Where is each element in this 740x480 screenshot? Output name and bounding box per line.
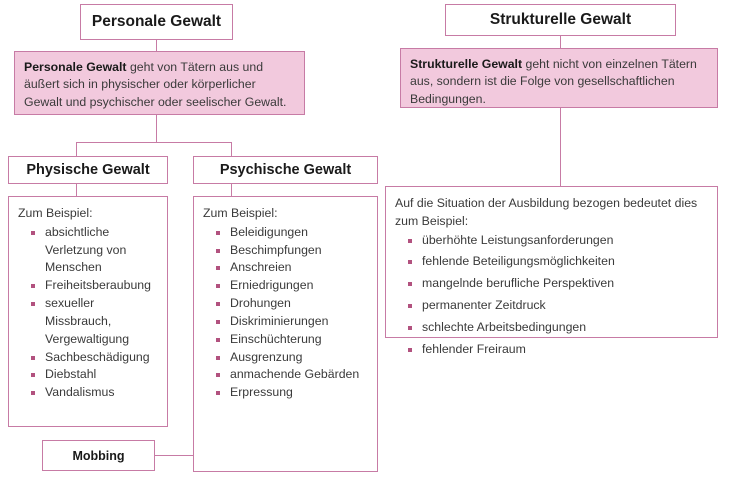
list-item: Einschüchterung [216,331,369,349]
list-item: absichtliche Verletzung von Menschen [31,224,159,277]
list-physische-items: absichtliche Verletzung von Menschen Fre… [18,224,159,402]
list-item: sexueller Missbrauch, Vergewaltigung [31,295,159,348]
definition-lead-strukturelle: Strukturelle Gewalt [410,57,523,71]
definition-lead-personale: Personale Gewalt [24,60,127,74]
list-strukturelle-items: überhöhte Leistungsanforderungen fehlend… [395,232,709,359]
list-item: Freiheitsberaubung [31,277,159,295]
connector-physische-to-list [76,184,77,196]
list-item: Erpressung [216,384,369,402]
list-item: Diskriminierungen [216,313,369,331]
list-item: mangelnde berufliche Perspektiven [408,275,709,293]
list-item: fehlende Beteiligungsmöglichkeiten [408,253,709,271]
connector-personale-title-to-definition [156,40,157,51]
connector-strukturelle-title-to-definition [560,36,561,48]
definition-text-personale: geht von Tätern aus und äußert sich in p… [24,60,287,109]
definition-box-strukturelle-gewalt: Strukturelle Gewalt geht nicht von einze… [400,48,718,108]
connector-psychische-to-list [231,184,232,196]
title-box-psychische-gewalt: Psychische Gewalt [193,156,378,184]
list-item: überhöhte Leistungsanforderungen [408,232,709,250]
list-item: Erniedrigungen [216,277,369,295]
list-item: fehlender Freiraum [408,341,709,359]
definition-box-personale-gewalt: Personale Gewalt geht von Tätern aus und… [14,51,305,115]
list-item: schlechte Arbeitsbedingungen [408,319,709,337]
list-box-psychische-gewalt: Zum Beispiel: Beleidigungen Beschimpfung… [193,196,378,472]
title-personale-gewalt: Personale Gewalt [91,13,222,30]
list-item: Vandalismus [31,384,159,402]
title-box-mobbing: Mobbing [42,440,155,471]
connector-mobbing-to-psychische [155,455,193,456]
connector-personale-definition-down [156,115,157,142]
list-intro-psychische: Zum Beispiel: [203,206,278,220]
connector-to-psychische [231,142,232,156]
list-item: Diebstahl [31,366,159,384]
connector-personale-branch-bar [76,142,231,143]
list-item: Beschimpfungen [216,242,369,260]
list-item: Anschreien [216,259,369,277]
list-box-physische-gewalt: Zum Beispiel: absichtliche Verletzung vo… [8,196,168,427]
connector-strukturelle-definition-to-examples [560,108,561,186]
list-psychische-items: Beleidigungen Beschimpfungen Anschreien … [203,224,369,402]
definition-text-strukturelle: geht nicht von einzelnen Tätern aus, son… [410,57,697,106]
list-item: Ausgrenzung [216,349,369,367]
list-item: Drohungen [216,295,369,313]
title-mobbing: Mobbing [72,448,125,463]
list-item: Beleidigungen [216,224,369,242]
list-box-strukturelle-examples: Auf die Situation der Ausbildung bezogen… [385,186,718,356]
title-box-personale-gewalt: Personale Gewalt [80,4,233,40]
title-physische-gewalt: Physische Gewalt [26,162,150,178]
list-intro-physische: Zum Beispiel: [18,206,93,220]
connector-to-physische [76,142,77,156]
list-intro-strukturelle: Auf die Situation der Ausbildung bezogen… [395,196,698,228]
list-item: Sachbeschädigung [31,349,159,367]
list-item: permanenter Zeitdruck [408,297,709,315]
title-psychische-gewalt: Psychische Gewalt [219,162,352,178]
list-item: anmachende Gebärden [216,366,369,384]
title-box-physische-gewalt: Physische Gewalt [8,156,168,184]
title-strukturelle-gewalt: Strukturelle Gewalt [489,11,632,28]
title-box-strukturelle-gewalt: Strukturelle Gewalt [445,4,676,36]
